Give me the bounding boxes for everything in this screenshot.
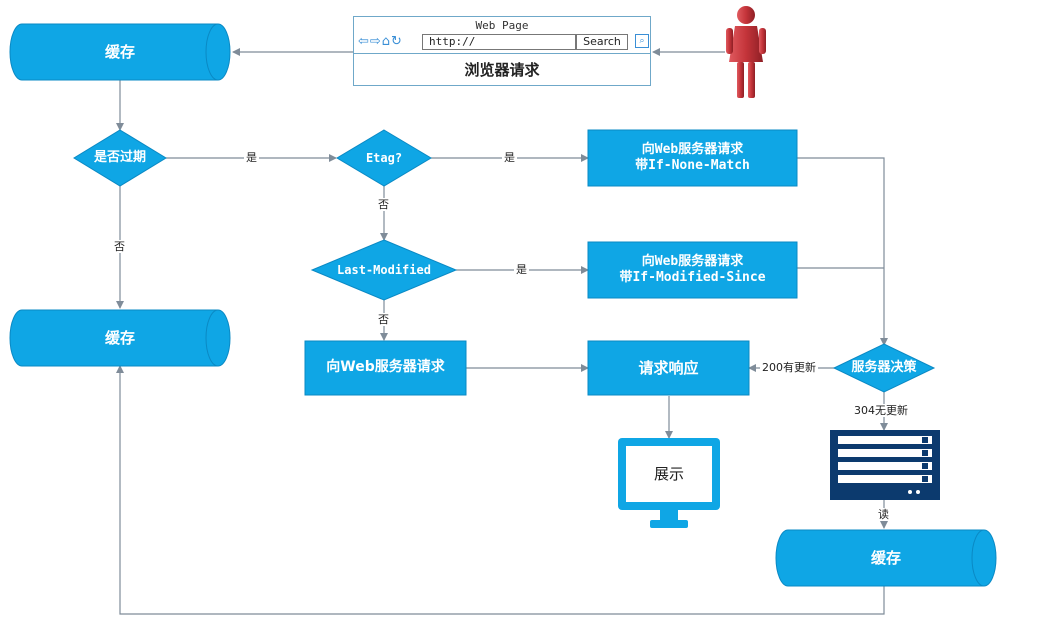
browser-nav-icons[interactable]: ⇦⇨⌂↻ (358, 34, 403, 49)
search-icon[interactable]: ⌕ (635, 34, 649, 48)
edge-label-expired-no: 否 (112, 240, 127, 253)
last-modified-check-label: Last-Modified (337, 262, 431, 277)
cache-top-shape (9, 23, 231, 81)
server-icon (830, 430, 940, 500)
expired-check-shape (73, 129, 167, 187)
cache-middle-shape (9, 309, 231, 367)
request-plain-label: 向Web服务器请求 (326, 359, 445, 376)
request-ims-label: 向Web服务器请求 带If-Modified-Since (619, 253, 766, 285)
cache-bottom-label: 缓存 (870, 548, 901, 567)
monitor-icon (618, 438, 720, 528)
server-decision-shape (832, 343, 936, 393)
display-label: 展示 (653, 464, 684, 483)
request-ims-shape (587, 241, 798, 299)
edge-label-expired-yes: 是 (244, 151, 259, 164)
etag-check-label: Etag? (365, 150, 403, 165)
response-shape (587, 340, 750, 396)
edge-label-200: 200有更新 (760, 361, 818, 374)
response-label: 请求响应 (638, 358, 699, 377)
browser-caption: 浏览器请求 (464, 61, 540, 79)
edge-inm-to-decision (797, 157, 888, 346)
etag-check-shape (336, 129, 432, 187)
edge-label-304: 304无更新 (852, 404, 910, 417)
browser-divider (354, 53, 650, 54)
request-plain-shape (304, 340, 467, 396)
edge-cache-loop-back (116, 365, 885, 615)
search-button[interactable]: Search (576, 34, 628, 50)
cache-top-label: 缓存 (104, 42, 135, 61)
cache-middle-label: 缓存 (104, 328, 135, 347)
edge-label-etag-yes: 是 (502, 151, 517, 164)
browser-window: Web Page ⇦⇨⌂↻ http:// Search ⌕ 浏览器请求 (353, 16, 651, 86)
edge-label-read: 读 (876, 508, 891, 521)
request-inm-label: 向Web服务器请求 带If-None-Match (635, 141, 750, 173)
edge-label-lastmod-yes: 是 (514, 263, 529, 276)
server-decision-label: 服务器决策 (851, 359, 917, 375)
url-input[interactable]: http:// (422, 34, 576, 50)
cache-bottom-shape (775, 529, 997, 587)
expired-check-label: 是否过期 (93, 149, 146, 165)
edge-label-etag-no: 否 (376, 198, 391, 211)
last-modified-check-shape (310, 239, 458, 301)
request-inm-shape (587, 129, 798, 187)
browser-title: Web Page (475, 19, 529, 32)
edge-label-lastmod-no: 否 (376, 313, 391, 326)
person-icon (726, 6, 766, 98)
